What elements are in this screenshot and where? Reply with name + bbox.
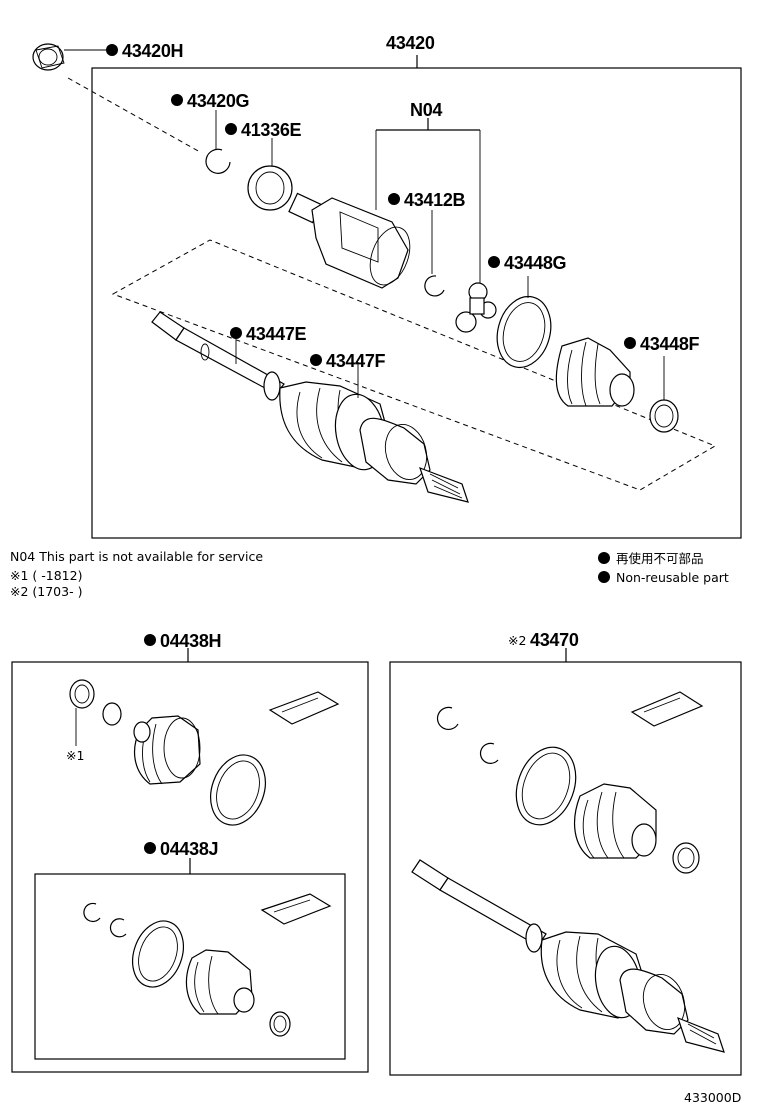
note-range-1: ※1 ( -1812) — [10, 568, 82, 583]
washer-41336E — [247, 165, 293, 211]
callout-04438J[interactable]: 04438J — [144, 839, 219, 859]
drive-shaft-assembly-section: 43420 43420H 43420G 41336E N04 43412B 43… — [32, 33, 742, 539]
callout-label: 04438H — [160, 631, 221, 651]
non-reusable-dot — [624, 337, 636, 349]
snap-ring-43420G — [205, 148, 231, 174]
boot-43470 — [573, 783, 657, 859]
snap-ring-43470-b — [479, 742, 499, 764]
small-clamp-kit-h — [69, 679, 95, 709]
callout-label: 43447F — [326, 351, 386, 371]
callout-43447F[interactable]: 43447F — [310, 351, 386, 371]
large-clamp-kit-j — [132, 920, 184, 988]
mark-2: ※2 — [508, 633, 526, 648]
legend-dot — [598, 552, 610, 564]
grease-packet-43470 — [630, 691, 704, 727]
snap-ring-43470-a — [436, 706, 459, 731]
callout-43420G[interactable]: 43420G — [171, 91, 250, 111]
callout-label: 43420H — [122, 41, 183, 61]
callout-label: 04438J — [160, 839, 218, 859]
small-clamp-43470 — [672, 842, 700, 874]
large-clamp-43470 — [515, 746, 577, 826]
non-reusable-dot — [225, 123, 237, 135]
legend-en: Non-reusable part — [616, 570, 729, 585]
callout-label: 43420 — [386, 33, 435, 53]
tripod-joint — [455, 282, 497, 333]
callout-43448G[interactable]: 43448G — [488, 253, 567, 273]
dust-seal-43420H — [32, 43, 65, 71]
non-reusable-dot — [310, 354, 322, 366]
outboard-cv-joint — [359, 417, 469, 503]
callout-43448F[interactable]: 43448F — [624, 334, 700, 354]
legend-jp: 再使用不可部品 — [616, 551, 704, 566]
callout-label: 43470 — [530, 630, 579, 650]
callout-label: 41336E — [241, 120, 302, 140]
non-reusable-dot — [488, 256, 500, 268]
snap-ring-43412B — [424, 275, 445, 297]
snap-ring-kit-j-2 — [109, 918, 127, 938]
callout-43412B[interactable]: 43412B — [388, 190, 466, 210]
large-clamp-kit-h — [210, 754, 266, 826]
outer-cv-joint-43470 — [619, 968, 725, 1053]
callout-N04[interactable]: N04 — [410, 100, 443, 120]
mark-1: ※1 — [66, 748, 84, 763]
inboard-joint-housing — [288, 192, 411, 289]
drive-shaft-43470 — [411, 859, 547, 953]
callout-43420[interactable]: 43420 — [386, 33, 435, 53]
callout-label: 43448G — [504, 253, 566, 273]
callout-label: N04 — [410, 100, 442, 120]
callout-43447E[interactable]: 43447E — [230, 324, 307, 344]
boot-clamp-43448F — [649, 399, 679, 433]
callout-label: 43412B — [404, 190, 466, 210]
non-reusable-dot — [106, 44, 118, 56]
legend-block: 再使用不可部品 Non-reusable part — [598, 551, 729, 585]
outboard-joint-assembly-43470-section: ※2 43470 — [389, 630, 742, 1076]
callout-43470[interactable]: ※2 43470 — [508, 630, 579, 650]
callout-label: 43448F — [640, 334, 700, 354]
snap-ring-kit-j — [83, 902, 101, 923]
boot-kit-h — [133, 715, 201, 785]
non-reusable-dot — [144, 634, 156, 646]
callout-label: 43420G — [187, 91, 249, 111]
inboard-boot — [555, 337, 635, 407]
callout-04438H[interactable]: 04438H — [144, 631, 222, 651]
grease-packet-kit-j — [260, 893, 332, 925]
grease-packet-kit-h — [268, 691, 340, 725]
diagram-id: 433000D — [684, 1090, 741, 1105]
notes-block: N04 This part is not available for servi… — [10, 549, 263, 599]
legend-dot — [598, 571, 610, 583]
sub-assembly-dashed-outline — [111, 239, 717, 491]
non-reusable-dot — [230, 327, 242, 339]
callout-label: 43447E — [246, 324, 307, 344]
callout-41336E[interactable]: 41336E — [225, 120, 302, 140]
note-range-2: ※2 (1703- ) — [10, 584, 82, 599]
ring-kit-h — [102, 702, 122, 726]
drive-shaft — [151, 311, 285, 401]
boot-clamp-43448G — [496, 295, 552, 369]
non-reusable-dot — [388, 193, 400, 205]
note-n04: N04 This part is not available for servi… — [10, 549, 263, 564]
boot-kit-j — [185, 949, 255, 1015]
boot-kit-04438H-section: 04438H ※1 04438J — [11, 631, 369, 1073]
small-clamp-kit-j — [269, 1011, 291, 1037]
non-reusable-dot — [144, 842, 156, 854]
callout-43420H[interactable]: 43420H — [64, 41, 184, 61]
non-reusable-dot — [171, 94, 183, 106]
kit-frame-04438H — [11, 661, 369, 1073]
